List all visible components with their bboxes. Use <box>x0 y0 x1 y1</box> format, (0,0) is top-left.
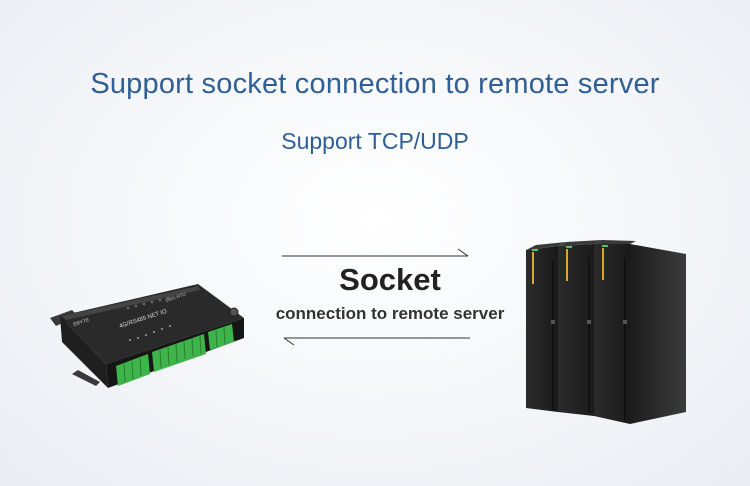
socket-label: Socket <box>339 262 441 297</box>
arrow-left-icon <box>283 337 470 346</box>
device-badge-label: E831-RTU <box>165 292 187 303</box>
arrow-right-icon <box>282 248 469 257</box>
socket-sublabel: connection to remote server <box>275 304 505 323</box>
device-brand-label: EBYTE <box>73 317 91 328</box>
server-rack-image <box>526 240 686 424</box>
page-title: Support socket connection to remote serv… <box>90 68 660 100</box>
io-device-image: 4G/RS485 NET IO E831-RTU EBYTE <box>50 284 244 388</box>
page-subtitle: Support TCP/UDP <box>281 128 469 154</box>
terminal-blocks <box>116 324 234 386</box>
